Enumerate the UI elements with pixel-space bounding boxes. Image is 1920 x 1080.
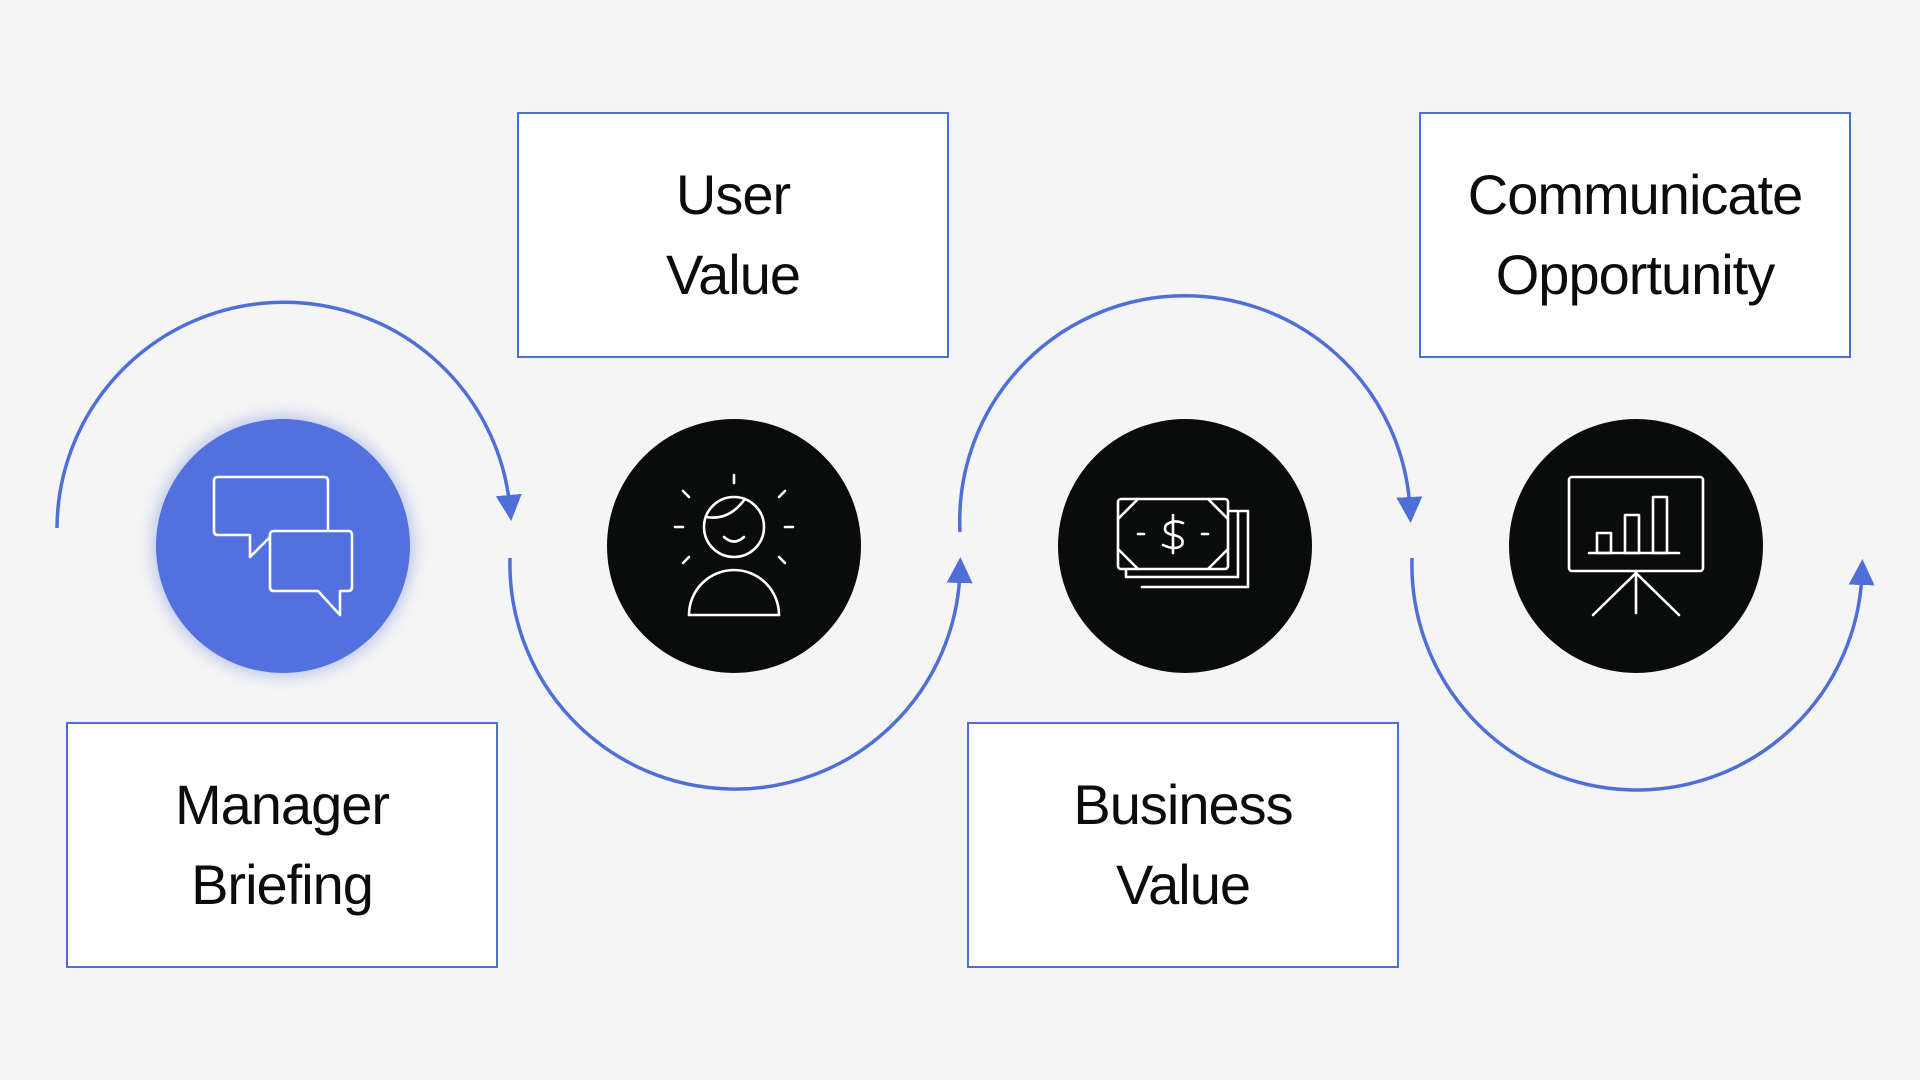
arc-arrow-2 [508, 557, 973, 791]
step-circle-business-value [1058, 419, 1312, 673]
label-business-value: Business Value [967, 722, 1399, 968]
step-circle-manager-briefing [156, 419, 410, 673]
label-line-2: Value [665, 243, 801, 306]
chat-bubbles-icon [212, 475, 354, 617]
step-circle-communicate-opportunity [1509, 419, 1763, 673]
presentation-chart-icon [1567, 475, 1705, 617]
label-communicate-opportunity: Communicate Opportunity [1419, 112, 1851, 358]
label-line-1: User [675, 163, 791, 226]
money-bills-icon [1116, 497, 1250, 589]
label-line-1: Manager [174, 773, 390, 836]
label-line-2: Opportunity [1495, 243, 1775, 306]
label-line-2: Briefing [191, 853, 374, 916]
arc-arrow-1 [55, 300, 522, 529]
label-manager-briefing: Manager Briefing [66, 722, 498, 968]
label-line-2: Value [1115, 853, 1251, 916]
label-line-1: Business [1073, 773, 1293, 836]
arc-arrow-3 [957, 294, 1423, 533]
label-user-value: User Value [517, 112, 949, 358]
user-idea-icon [673, 473, 795, 617]
arc-arrow-4 [1410, 557, 1875, 792]
step-circle-user-value [607, 419, 861, 673]
label-line-1: Communicate [1467, 163, 1803, 226]
